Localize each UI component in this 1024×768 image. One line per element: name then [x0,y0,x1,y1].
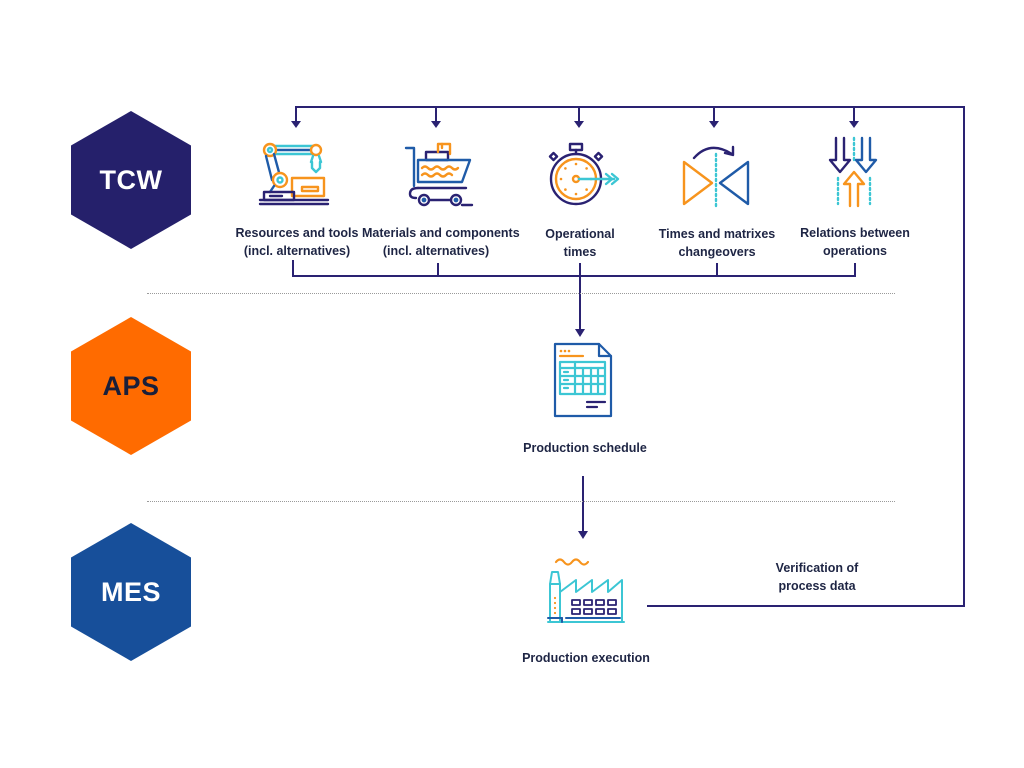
changeover-icon [682,145,750,210]
stopwatch-icon [548,142,620,206]
layer-aps-label: APS [102,370,160,401]
factory-icon [547,558,625,623]
mes-output-label: Production execution [522,651,650,665]
arrow-head [578,531,588,539]
arrow-head [709,121,719,128]
input-label-resources: Resources and tools (incl. alternatives) [235,226,359,258]
schedule-document-icon [553,342,613,418]
arrow-head [291,121,301,128]
arrow-head [574,121,584,128]
separator-aps-mes [147,501,895,502]
arrow-head [849,121,859,128]
layer-tcw-label: TCW [99,164,163,195]
layer-mes-label: MES [100,576,161,607]
robot-arm-icon [258,142,330,206]
relations-arrows-icon [828,136,878,208]
layer-aps-hexagon: APS [71,317,191,455]
separator-tcw-aps [147,293,895,294]
feedback-label: Verification of process data [775,561,859,593]
arrow-head [575,329,585,337]
arrow-head [431,121,441,128]
input-label-operational-times: Operational times [545,227,615,259]
layer-tcw-hexagon: TCW [71,111,191,249]
input-label-relations: Relations between operations [800,226,910,258]
input-label-materials: Materials and components (incl. alternat… [362,226,520,258]
input-label-changeovers: Times and matrixes changeovers [658,227,776,259]
aps-output-label: Production schedule [523,441,647,455]
shopping-cart-icon [404,142,474,207]
layer-mes-hexagon: MES [71,523,191,661]
